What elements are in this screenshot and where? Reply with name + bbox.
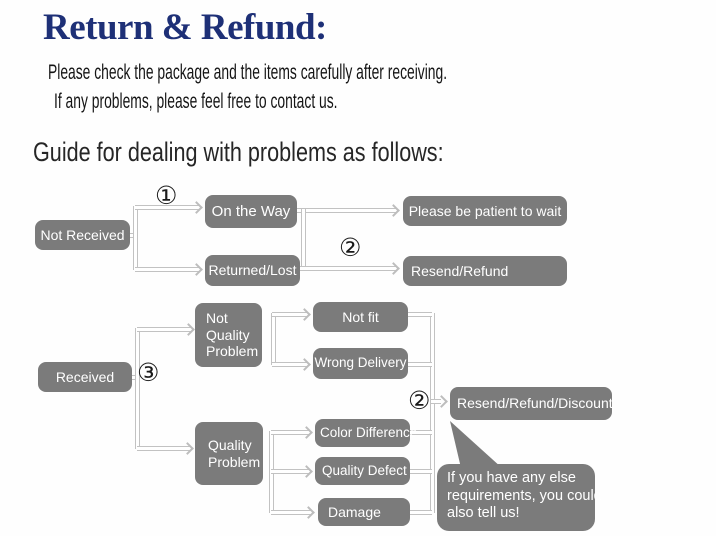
marker-1-icon: ①	[155, 181, 178, 210]
connector-to-not-fit	[272, 312, 307, 317]
connector-branch-received	[135, 328, 140, 449]
connector-stub-received	[132, 375, 137, 380]
connector-wrongdelivery-merge	[408, 362, 432, 367]
note-bubble-line: If you have any else	[447, 470, 576, 486]
note-bubble-line: also tell us!	[447, 505, 520, 521]
intro-line-2: If any problems, please feel free to con…	[54, 90, 338, 113]
arrow-right-icon	[387, 204, 400, 217]
page-title: Return & Refund:	[43, 7, 327, 48]
connector-to-wrong-delivery	[272, 362, 307, 367]
node-returned-lost: Returned/Lost	[205, 255, 300, 286]
node-on-the-way: On the Way	[205, 195, 297, 228]
connector-to-quality-problem	[137, 446, 190, 451]
node-not-received: Not Received	[35, 220, 130, 250]
node-resend-refund: Resend/Refund	[403, 256, 567, 286]
connector-to-damage	[271, 510, 311, 515]
node-quality-defect: Quality Defect	[315, 457, 410, 485]
node-be-patient: Please be patient to wait	[403, 196, 567, 226]
intro-line-1: Please check the package and the items c…	[48, 61, 448, 84]
arrow-right-icon	[190, 201, 203, 214]
marker-2b-icon: ②	[408, 386, 431, 415]
arrow-right-icon	[387, 262, 400, 275]
connector-to-quality-defect	[271, 469, 309, 474]
arrow-right-icon	[182, 323, 195, 336]
node-color-difference: Color Difference	[315, 419, 417, 447]
arrow-right-icon	[435, 395, 448, 408]
arrow-right-icon	[300, 426, 313, 439]
note-bubble-line: requirements, you could	[447, 487, 602, 504]
arrow-right-icon	[300, 465, 313, 478]
connector-join-top	[301, 209, 306, 269]
connector-damage-merge	[410, 510, 432, 515]
marker-3-icon: ③	[137, 358, 160, 387]
note-bubble: If you have any else requirements, you c…	[437, 464, 602, 531]
connector-to-not-quality	[137, 327, 191, 332]
connector-colordiff-merge	[410, 430, 432, 435]
connector-to-returned-lost	[135, 267, 199, 272]
connector-branch-not-quality	[271, 313, 276, 365]
connector-to-be-patient	[297, 208, 397, 213]
guide-heading: Guide for dealing with problems as follo…	[33, 137, 444, 167]
node-received: Received	[38, 362, 132, 392]
node-damage: Damage	[318, 498, 410, 526]
connector-to-on-the-way	[135, 205, 199, 210]
connector-to-resend-discount	[431, 399, 441, 404]
connector-qualitydefect-merge	[410, 469, 432, 474]
connector-to-resend-refund	[300, 266, 397, 271]
connector-notfit-merge	[408, 312, 432, 317]
connector-to-color-difference	[271, 430, 309, 435]
connector-merge-line	[430, 313, 435, 513]
node-wrong-delivery: Wrong Delivery	[313, 348, 408, 379]
arrow-right-icon	[190, 263, 203, 276]
node-not-quality-problem: Not Quality Problem	[195, 303, 262, 367]
arrow-right-icon	[298, 358, 311, 371]
connector-branch-not-received	[133, 206, 138, 270]
marker-2-icon: ②	[339, 233, 362, 262]
node-resend-refund-discount: Resend/Refund/Discount	[450, 387, 613, 420]
node-not-fit: Not fit	[313, 302, 408, 332]
node-quality-problem: Quality Problem	[195, 422, 263, 485]
arrow-right-icon	[298, 308, 311, 321]
arrow-right-icon	[181, 442, 194, 455]
arrow-right-icon	[302, 506, 315, 519]
